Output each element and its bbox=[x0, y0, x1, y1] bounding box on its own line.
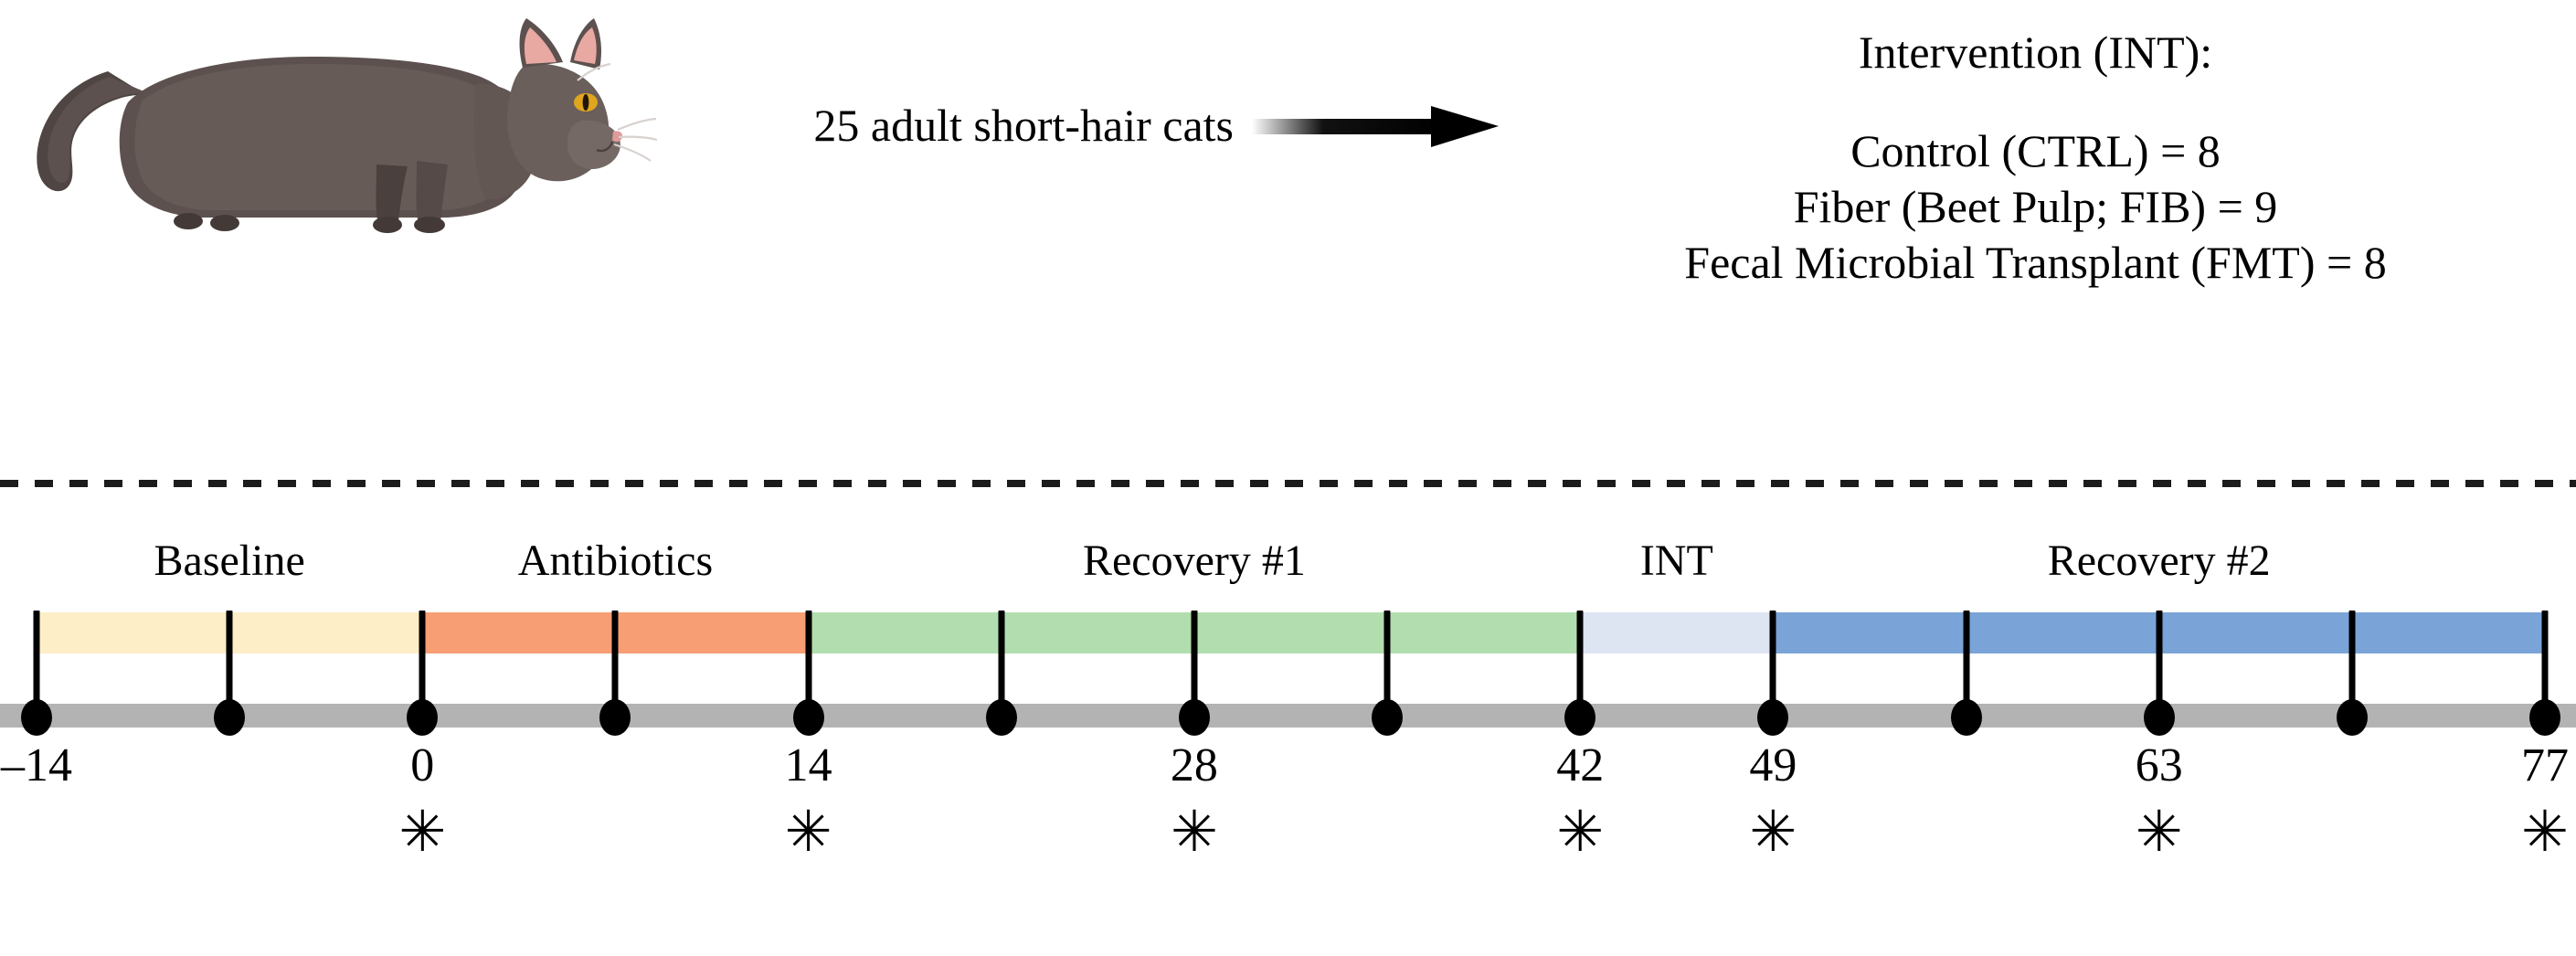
phase-band bbox=[1580, 612, 1774, 653]
timeline-tick-label: –14 bbox=[1, 739, 72, 791]
timeline-tick-label: 0 bbox=[410, 739, 435, 791]
group-line-ctrl: Control (CTRL) = 8 bbox=[1850, 125, 2221, 176]
timeline-tick-dot bbox=[1178, 699, 1210, 736]
sampling-asterisk-icon: ✳ bbox=[2521, 802, 2569, 864]
phase-label: Recovery #1 bbox=[1082, 536, 1306, 585]
timeline-tick-stem bbox=[2541, 611, 2549, 709]
intervention-group-list: Control (CTRL) = 8 Fiber (Beet Pulp; FIB… bbox=[1499, 123, 2572, 291]
phase-band-row bbox=[0, 612, 2576, 653]
timeline-tick-label: 77 bbox=[2521, 739, 2569, 791]
timeline-tick-dot bbox=[2336, 699, 2368, 736]
timeline-tick-dot bbox=[21, 699, 52, 736]
timeline-tick-stem bbox=[1576, 611, 1584, 709]
timeline-tick-label: 42 bbox=[1556, 739, 1605, 791]
timeline-tick-stem bbox=[1191, 611, 1198, 709]
timeline-tick-stem bbox=[611, 611, 619, 709]
timeline-tick-dot bbox=[1564, 699, 1596, 736]
timeline-tick-dot bbox=[1950, 699, 1982, 736]
sampling-asterisk-icon: ✳ bbox=[784, 802, 832, 864]
sampling-asterisk-icon: ✳ bbox=[1170, 802, 1218, 864]
timeline-tick-stem bbox=[33, 611, 40, 709]
timeline-tick-stem bbox=[2156, 611, 2163, 709]
timeline-tick-stem bbox=[2348, 611, 2356, 709]
timeline-tick-stem bbox=[419, 611, 426, 709]
sampling-asterisk-icon: ✳ bbox=[2135, 802, 2183, 864]
timeline-tick-dot bbox=[214, 699, 246, 736]
timeline-tick-dot bbox=[792, 699, 824, 736]
section-divider bbox=[0, 480, 2576, 487]
timeline-tick-label: 14 bbox=[784, 739, 832, 791]
group-line-fib: Fiber (Beet Pulp; FIB) = 9 bbox=[1793, 181, 2278, 232]
timeline-tick-dot bbox=[2143, 699, 2175, 736]
phase-label: Antibiotics bbox=[517, 536, 714, 585]
timeline-tick-dot bbox=[1757, 699, 1789, 736]
timeline-tick-label: 49 bbox=[1749, 739, 1797, 791]
sampling-asterisk-icon: ✳ bbox=[398, 802, 447, 864]
phase-label: Recovery #2 bbox=[2047, 536, 2271, 585]
intervention-title: Intervention (INT): bbox=[1858, 27, 2213, 78]
timeline-tick-stem bbox=[226, 611, 233, 709]
group-line-fmt: Fecal Microbial Transplant (FMT) = 8 bbox=[1684, 237, 2387, 288]
timeline-tick-dot bbox=[985, 699, 1017, 736]
cat-illustration-icon bbox=[18, 0, 658, 258]
timeline-tick-stem bbox=[805, 611, 812, 709]
timeline-tick-dot bbox=[2529, 699, 2560, 736]
intervention-panel: Intervention (INT): Control (CTRL) = 8 F… bbox=[1499, 26, 2572, 291]
timeline-tick-stem bbox=[1383, 611, 1391, 709]
timeline-tick-dot bbox=[407, 699, 439, 736]
sampling-asterisk-icon: ✳ bbox=[1749, 802, 1797, 864]
sampling-asterisk-icon: ✳ bbox=[1556, 802, 1605, 864]
timeline-tick-dot bbox=[599, 699, 631, 736]
timeline-axis bbox=[0, 704, 2576, 728]
timeline-tick-label: 28 bbox=[1170, 739, 1218, 791]
phase-label: INT bbox=[1639, 536, 1713, 585]
phase-label: Baseline bbox=[154, 536, 305, 585]
study-timeline: Baseline Antibiotics Recovery #1 INT Recover… bbox=[0, 539, 2576, 956]
cohort-label: 25 adult short-hair cats bbox=[813, 100, 1234, 151]
timeline-tick-stem bbox=[1769, 611, 1776, 709]
timeline-tick-label: 63 bbox=[2135, 739, 2183, 791]
right-arrow-icon bbox=[1252, 99, 1499, 154]
timeline-tick-stem bbox=[998, 611, 1005, 709]
timeline-tick-stem bbox=[1963, 611, 1970, 709]
timeline-tick-dot bbox=[1372, 699, 1404, 736]
